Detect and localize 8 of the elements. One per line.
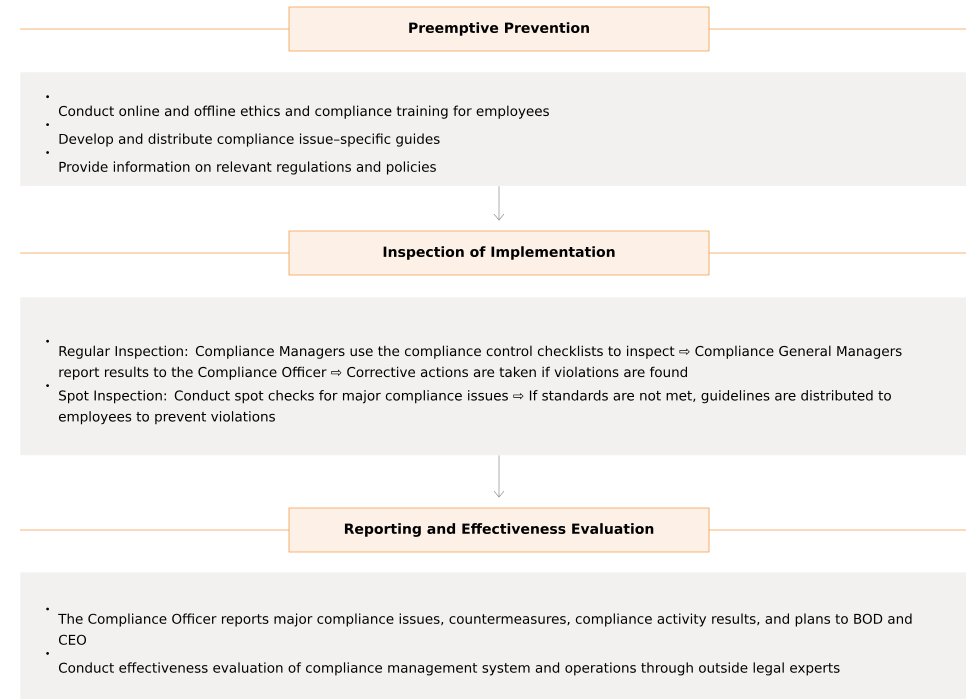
arrow xyxy=(494,455,504,498)
bullet-list-panel: Conduct online and offline ethics and compliance training for employees Develop and distribute compliance issue–specific guides Provide information on relevant regulations and policies xyxy=(20,72,966,186)
section-header-box: Reporting and Effectiveness Evaluation xyxy=(288,508,710,552)
section-header-box: Inspection of Implementation xyxy=(288,230,710,276)
bullet-list-panel: Regular Inspection: Compliance Managers use the compliance control checklists to inspect ⇨ Compliance General Managers report results to the Compliance Officer ⇨ Corrective actions are taken if violations are found Spot Inspection: Conduct spot checks for major compliance issues ⇨ If standards are not met, guidelines are distributed to employees to prevent violations xyxy=(20,297,966,456)
section-header-box: Preemptive Prevention xyxy=(288,6,710,52)
bullet-list-panel: The Compliance Officer reports major compliance issues, countermeasures, compliance activity results, and plans to BOD and CEO Conduct effectiveness evaluation of compliance management system and operations through outside legal experts xyxy=(20,572,966,699)
arrow xyxy=(494,186,504,221)
